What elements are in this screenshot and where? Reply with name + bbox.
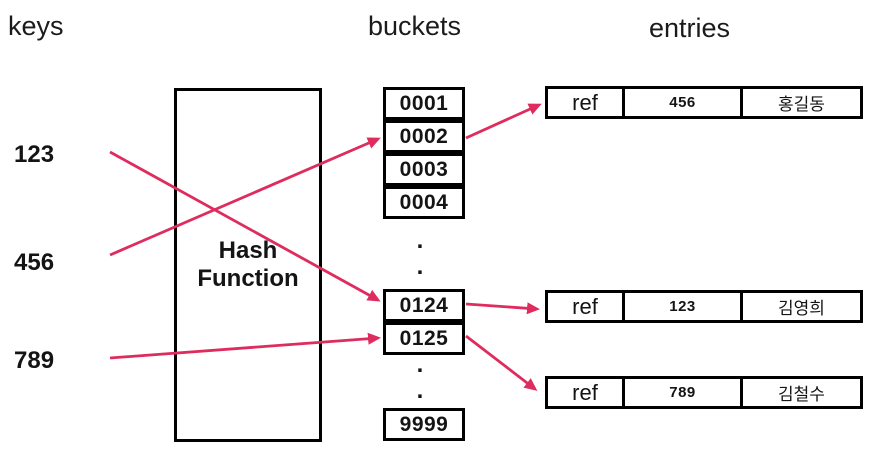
ellipsis-dot: .: [416, 351, 424, 378]
key-123: 123: [14, 141, 55, 168]
bucket-0002: 0002: [383, 120, 465, 153]
arrow-bucket-0125-to-entry-789: [465, 334, 538, 391]
entry-row-123: ref 123 김영희: [545, 290, 863, 323]
bucket-0001: 0001: [383, 87, 465, 120]
keys-column-header: keys: [8, 11, 64, 41]
entries-column-header: entries: [649, 13, 731, 43]
entry-row-456: ref 456 홍길동: [545, 86, 863, 119]
ellipsis-dot: .: [416, 253, 424, 280]
bucket-0125: 0125: [383, 322, 465, 355]
hash-function-box: Hash Function: [174, 88, 322, 442]
entry-ref-cell: ref: [548, 89, 625, 116]
entry-name-cell: 김영희: [778, 299, 825, 318]
ellipsis-dot: .: [416, 227, 424, 254]
entry-key-cell: 789: [625, 379, 743, 406]
ellipsis-dot: .: [416, 377, 424, 404]
buckets-column-header: buckets: [368, 11, 462, 41]
entry-row-789: ref 789 김철수: [545, 376, 863, 409]
bucket-0004: 0004: [383, 186, 465, 219]
bucket-9999: 9999: [383, 408, 465, 441]
arrow-bucket-0124-to-entry-123: [465, 302, 540, 315]
entry-ref-cell: ref: [548, 379, 625, 406]
key-789: 789: [14, 347, 55, 374]
entry-key-cell: 456: [625, 89, 743, 116]
bucket-ellipsis-lower: . .: [412, 352, 428, 404]
bucket-ellipsis-upper: . .: [412, 228, 428, 280]
arrow-bucket-0002-to-entry-456: [465, 103, 542, 140]
bucket-0003: 0003: [383, 153, 465, 186]
entry-name-cell: 김철수: [778, 385, 825, 404]
entry-name-cell: 홍길동: [778, 95, 825, 114]
key-456: 456: [14, 249, 55, 276]
entry-ref-cell: ref: [548, 293, 625, 320]
hash-function-label: Hash Function: [197, 237, 299, 292]
entry-key-cell: 123: [625, 293, 743, 320]
bucket-0124: 0124: [383, 289, 465, 322]
